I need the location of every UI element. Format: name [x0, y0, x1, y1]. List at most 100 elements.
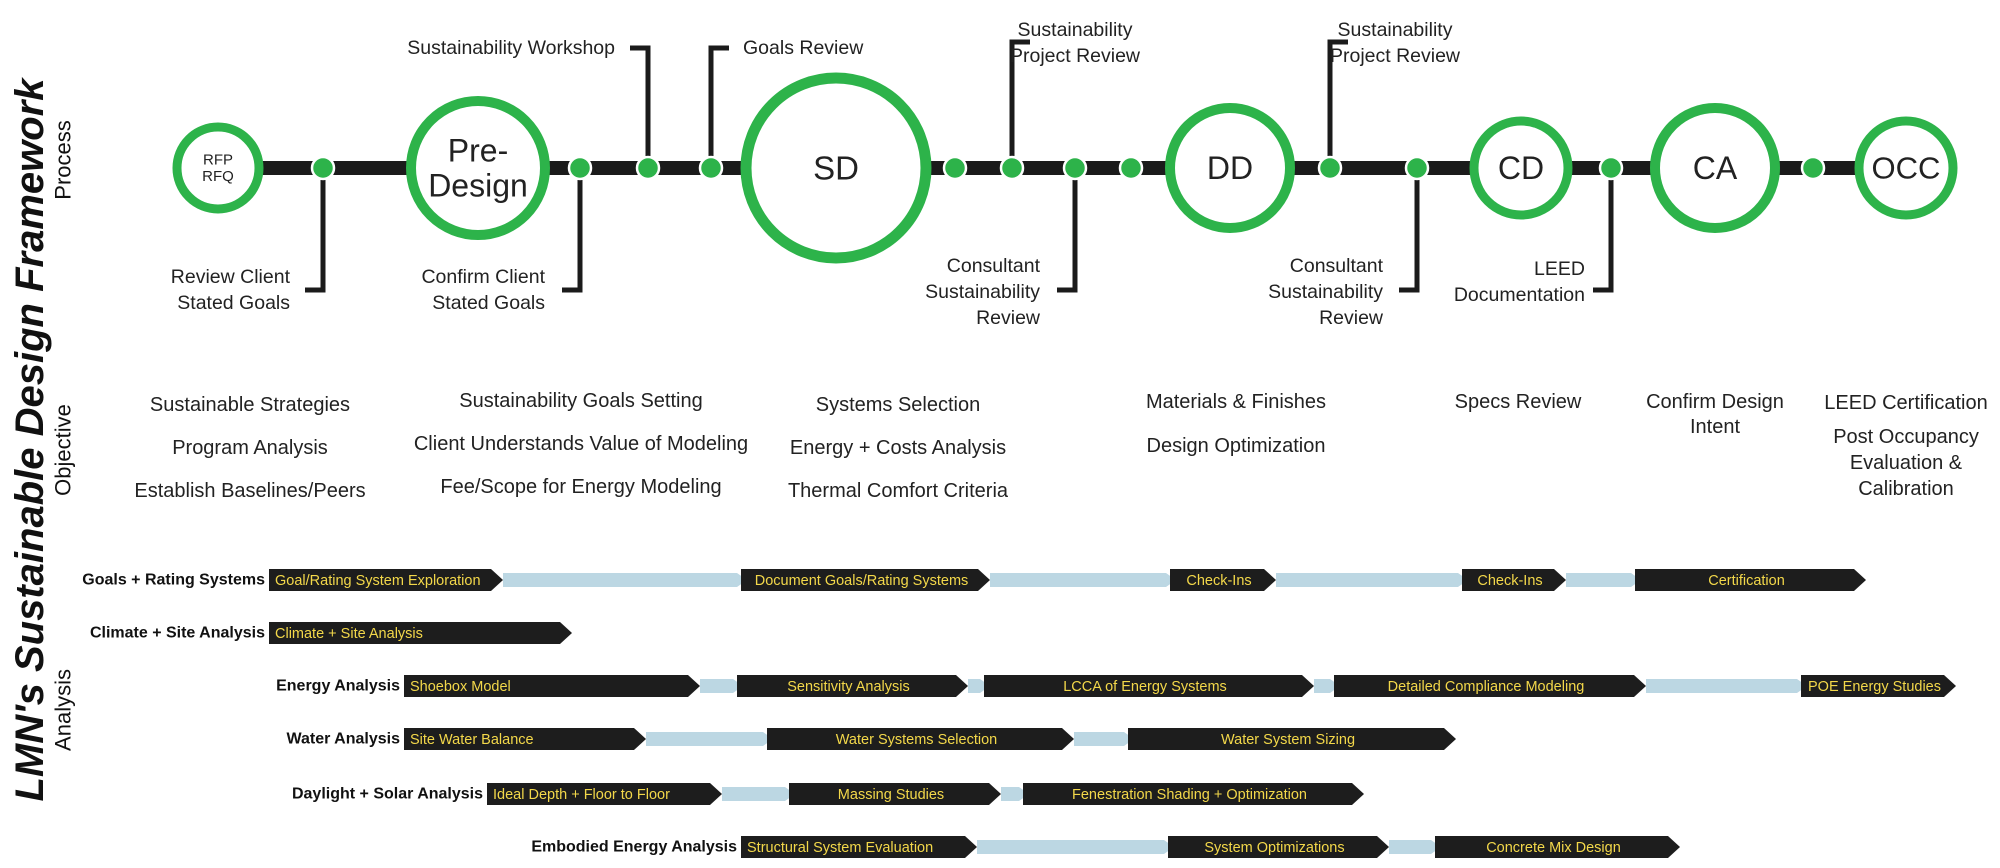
milestone-label: Project Review	[1330, 45, 1461, 67]
bar-connector	[1074, 732, 1134, 746]
milestone-label: Documentation	[1454, 284, 1585, 306]
milestone-label: Sustainability	[925, 281, 1040, 303]
analysis-bar: Detailed Compliance Modeling	[1334, 675, 1646, 697]
phase-label: DD	[1207, 150, 1253, 186]
phase-label: Design	[428, 168, 528, 204]
analysis-bar-shape	[269, 622, 572, 644]
milestone-dot	[942, 155, 968, 181]
analysis-bar: Massing Studies	[789, 783, 1001, 805]
bar-connector	[1276, 573, 1468, 587]
analysis-bar-label: Concrete Mix Design	[1486, 840, 1621, 856]
phase-dd: DD	[1165, 103, 1295, 233]
analysis-bar: Document Goals/Rating Systems	[741, 569, 990, 591]
section-label-analysis: Analysis	[51, 669, 76, 751]
milestone-label: Review	[1319, 307, 1384, 329]
analysis-bar-label: Structural System Evaluation	[747, 840, 933, 856]
objective-item: Fee/Scope for Energy Modeling	[440, 476, 721, 498]
analysis-bar-label: System Optimizations	[1204, 840, 1344, 856]
analysis-row-label: Daylight + Solar Analysis	[292, 786, 483, 803]
milestone-connector	[1009, 39, 1030, 168]
objective-item: Post Occupancy	[1833, 426, 1979, 448]
analysis-bar: Concrete Mix Design	[1435, 836, 1680, 858]
section-label-process-group: Process	[51, 120, 76, 199]
phase-label: CD	[1498, 150, 1544, 186]
analysis-bar-shape	[741, 836, 977, 858]
analysis-bar: Structural System Evaluation	[741, 836, 977, 858]
analysis-bar-shape	[1023, 783, 1364, 805]
milestone-dot	[567, 155, 593, 181]
analysis-bar-label: LCCA of Energy Systems	[1063, 679, 1227, 695]
analysis-bar-shape	[1801, 675, 1956, 697]
analysis-bar-label: Fenestration Shading + Optimization	[1072, 787, 1307, 803]
analysis-bar-shape	[1462, 569, 1566, 591]
analysis-bar-shape	[404, 728, 646, 750]
bar-connector	[1389, 840, 1441, 854]
milestone-label: Review Client	[171, 266, 291, 288]
analysis-bar-label: Check-Ins	[1477, 573, 1542, 589]
analysis-bar-shape	[487, 783, 722, 805]
analysis-bar: Sensitivity Analysis	[737, 675, 968, 697]
milestone-dot	[310, 155, 336, 181]
objective-item: Sustainability Goals Setting	[459, 390, 702, 412]
analysis-row-label: Energy Analysis	[276, 678, 400, 695]
analysis-bar-label: Ideal Depth + Floor to Floor	[493, 787, 670, 803]
analysis-bar-shape	[1128, 728, 1456, 750]
analysis-bar: Shoebox Model	[404, 675, 700, 697]
milestone-dot	[1118, 155, 1144, 181]
analysis-row-daylight: Daylight + Solar Analysis Ideal Depth + F…	[292, 783, 1364, 805]
milestone-label: Review	[976, 307, 1041, 329]
milestone-connector	[1327, 39, 1348, 168]
analysis-bar-label: Document Goals/Rating Systems	[755, 573, 969, 589]
phase-label: RFP	[203, 151, 233, 168]
milestone-label: Stated Goals	[432, 292, 545, 314]
analysis-bar-label: Detailed Compliance Modeling	[1388, 679, 1585, 695]
analysis-bar-shape	[767, 728, 1074, 750]
analysis-bar: Certification	[1635, 569, 1866, 591]
objective-item: Client Understands Value of Modeling	[414, 433, 748, 455]
analysis-row-label: Goals + Rating Systems	[82, 572, 265, 589]
bar-connector	[1646, 679, 1807, 693]
section-label-objective: Objective	[51, 404, 76, 496]
milestone-dot	[635, 155, 661, 181]
analysis-bar-shape	[269, 569, 503, 591]
phase-occ: OCC	[1854, 116, 1958, 220]
milestone-label: Project Review	[1010, 45, 1141, 67]
milestone-dot	[1404, 155, 1430, 181]
milestone-dot	[1598, 155, 1624, 181]
milestone-label: Sustainability	[1268, 281, 1383, 303]
analysis-bar-label: Water Systems Selection	[836, 732, 997, 748]
analysis-bar-label: Water System Sizing	[1221, 732, 1355, 748]
analysis-bar-label: Shoebox Model	[410, 679, 511, 695]
analysis-bar: Water Systems Selection	[767, 728, 1074, 750]
milestone-label: Consultant	[947, 255, 1041, 277]
phase-circle	[1165, 103, 1295, 233]
analysis-bar: Goal/Rating System Exploration	[269, 569, 503, 591]
analysis-row-label: Climate + Site Analysis	[90, 625, 265, 642]
bar-connector	[503, 573, 747, 587]
analysis-row-label: Water Analysis	[286, 731, 400, 748]
milestone-connector	[708, 45, 729, 168]
analysis-bar: POE Energy Studies	[1801, 675, 1956, 697]
milestone-label: Sustainability Workshop	[407, 37, 615, 59]
phase-label: SD	[813, 150, 859, 187]
milestone-connector	[305, 168, 326, 293]
analysis-bar: Climate + Site Analysis	[269, 622, 572, 644]
milestone-label: Stated Goals	[177, 292, 290, 314]
bar-connector	[977, 840, 1174, 854]
analysis-bar-shape	[741, 569, 990, 591]
milestone-dot	[999, 155, 1025, 181]
milestone-dot	[1800, 155, 1826, 181]
analysis-bar-shape	[1168, 836, 1389, 858]
analysis-row-energy: Energy Analysis Shoebox Model Sensitivity …	[276, 675, 1956, 697]
phase-sd: SD	[740, 72, 932, 264]
milestone-connector	[1593, 168, 1614, 293]
analysis-bar-label: Site Water Balance	[410, 732, 534, 748]
analysis-bar-shape	[789, 783, 1001, 805]
